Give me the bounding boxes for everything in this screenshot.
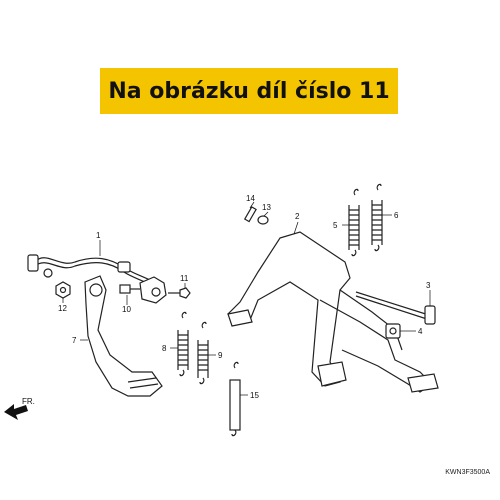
brake-cable-part — [27, 254, 167, 304]
front-direction-arrow-icon: FR. — [4, 397, 35, 420]
callout-14: 14 — [246, 194, 255, 203]
brake-pedal-part — [84, 275, 163, 397]
nut-part — [55, 281, 71, 299]
callout-2: 2 — [295, 212, 300, 221]
callout-12: 12 — [58, 304, 67, 313]
callout-15: 15 — [250, 391, 259, 400]
direction-label: FR. — [22, 397, 35, 406]
spring-9-part — [197, 321, 209, 385]
bolt-11-part — [168, 287, 191, 299]
spring-8-part — [177, 311, 189, 377]
callout-8: 8 — [162, 344, 167, 353]
spring-5-part — [348, 188, 360, 257]
bolt-part — [119, 284, 140, 294]
callout-1: 1 — [96, 231, 101, 240]
callout-11: 11 — [180, 274, 189, 283]
callout-13: 13 — [262, 203, 271, 212]
collar-part — [385, 323, 401, 339]
highlight-banner: Na obrázku díl číslo 11 — [100, 68, 398, 114]
spring-15-part — [229, 361, 241, 437]
callouts: 1 2 3 4 5 6 7 8 9 10 11 12 13 14 15 — [58, 194, 431, 400]
callout-9: 9 — [218, 351, 223, 360]
main-stand-part — [227, 231, 439, 393]
spring-6-part — [371, 183, 383, 252]
callout-3: 3 — [426, 281, 431, 290]
callout-6: 6 — [394, 211, 399, 220]
callout-4: 4 — [418, 327, 423, 336]
banner-text: Na obrázku díl číslo 11 — [108, 78, 390, 104]
callout-5: 5 — [333, 221, 338, 230]
washer-part — [257, 215, 269, 225]
callout-7: 7 — [72, 336, 77, 345]
pin-part — [243, 206, 257, 223]
callout-10: 10 — [122, 305, 131, 314]
diagram-code: KWN3F3500A — [445, 469, 490, 476]
shaft-part — [355, 291, 436, 325]
